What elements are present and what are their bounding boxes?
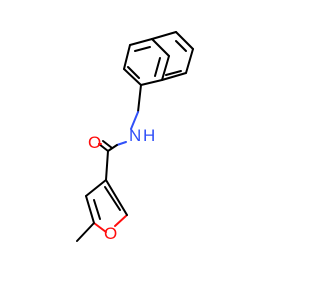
bond — [137, 84, 142, 113]
bond — [130, 111, 139, 130]
bond — [114, 214, 128, 227]
bond — [93, 199, 101, 220]
bond — [104, 186, 121, 211]
molecule-drawing: O N H O — [76, 31, 194, 243]
bond — [105, 179, 128, 216]
bond — [127, 66, 140, 79]
amide-nitrogen-label: N — [129, 126, 141, 145]
bond — [175, 31, 194, 50]
bond — [85, 195, 95, 224]
bond — [116, 141, 127, 146]
bond — [165, 70, 182, 76]
bond — [76, 222, 95, 242]
bond — [98, 143, 109, 152]
carbonyl-oxygen-label: O — [88, 133, 101, 152]
bond — [140, 79, 163, 86]
amide-hydrogen-label: H — [143, 126, 155, 145]
bond — [161, 72, 187, 81]
bond — [123, 68, 142, 86]
bond — [85, 179, 107, 197]
bond — [102, 140, 113, 149]
furan-oxygen-label: O — [104, 224, 117, 243]
structure-canvas: O N H O — [76, 31, 194, 243]
bond — [185, 48, 194, 74]
bond — [151, 31, 177, 40]
bond — [129, 38, 153, 46]
bond — [175, 40, 187, 52]
bond — [93, 222, 107, 233]
bond — [105, 150, 109, 181]
bond — [154, 57, 161, 77]
bond — [151, 38, 170, 57]
bond — [134, 46, 151, 52]
bond — [161, 55, 170, 81]
bond — [123, 44, 131, 70]
